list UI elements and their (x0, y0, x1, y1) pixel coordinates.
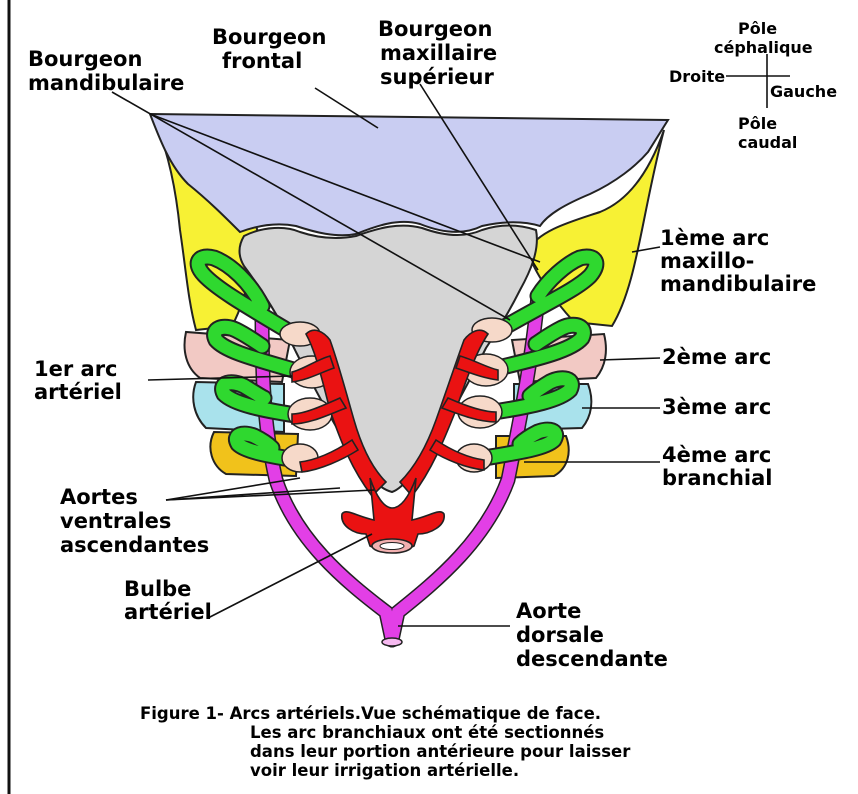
label-pole-caudal: Pôle caudal (738, 114, 797, 152)
caption-line-2: Les arc branchiaux ont été sectionnés (250, 723, 604, 742)
figure-caption: Figure 1- Arcs artériels.Vue schématique… (140, 704, 631, 780)
label-arc4: 4ème arc branchial (662, 443, 779, 490)
label-aorte-dorsale: Aorte dorsale descendante (516, 599, 668, 671)
label-arc3: 3ème arc (662, 395, 771, 419)
bulbus-lumen (380, 543, 404, 550)
orientation-key: Pôle céphalique Droite Gauche Pôle cauda… (669, 19, 837, 152)
label-bulbe: Bulbe artériel (124, 577, 212, 624)
label-pole-cephalique: Pôle céphalique (714, 19, 813, 57)
caption-line-4: voir leur irrigation artérielle. (250, 761, 519, 780)
label-droite: Droite (669, 67, 725, 86)
label-gauche: Gauche (770, 82, 837, 101)
aorta-dorsal-end (382, 638, 402, 646)
label-bourgeon-maxillaire: Bourgeon maxillaire supérieur (378, 17, 504, 89)
label-arc2: 2ème arc (662, 345, 771, 369)
caption-line-1: Figure 1- Arcs artériels.Vue schématique… (140, 704, 601, 723)
caption-line-3: dans leur portion antérieure pour laisse… (250, 742, 631, 761)
label-premier-arc-arteriel: 1er arc artériel (34, 357, 125, 404)
label-bourgeon-frontal: Bourgeon frontal (212, 25, 334, 73)
label-arc1-maxillo: 1ème arc maxillo- mandibulaire (660, 226, 816, 296)
label-bourgeon-mandibulaire: Bourgeon mandibulaire (28, 47, 184, 95)
